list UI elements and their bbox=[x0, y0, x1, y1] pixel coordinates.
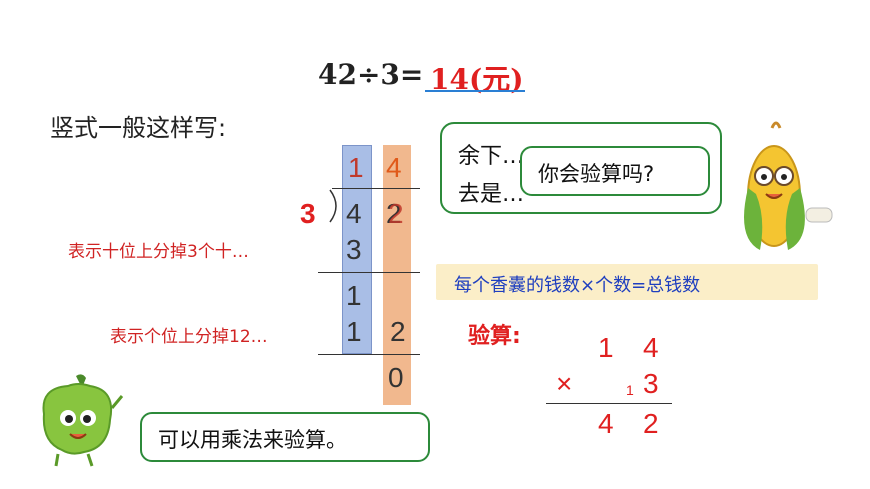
step1-digit: 3 bbox=[346, 234, 362, 265]
quotient-tens: 1 bbox=[348, 152, 364, 183]
check-result-ones: 2 bbox=[643, 408, 659, 439]
subtraction-line-1 bbox=[318, 272, 420, 273]
formula-box: 每个香囊的钱数×个数=总钱数 bbox=[436, 264, 818, 300]
remainder: 0 bbox=[388, 362, 404, 393]
subtraction-line-2 bbox=[318, 354, 420, 355]
pepper-character-icon bbox=[42, 374, 124, 467]
corn-bubble-line2: 去是… bbox=[458, 182, 525, 207]
check-title: 验算: bbox=[468, 324, 521, 349]
step3-tens: 1 bbox=[346, 316, 362, 347]
step3-ones: 2 bbox=[390, 316, 406, 347]
corn-character-icon bbox=[744, 121, 833, 250]
corn-bubble-line1: 余下… bbox=[458, 144, 525, 169]
check-top-ones: 4 bbox=[643, 332, 659, 363]
note-tens: 表示十位上分掉3个十… bbox=[68, 242, 249, 262]
division-bracket bbox=[329, 189, 337, 223]
check-multiplier: 3 bbox=[643, 368, 659, 399]
equation-answer: 14(元) bbox=[430, 63, 524, 96]
dividend-tens: 4 bbox=[346, 198, 362, 229]
step2-tens: 1 bbox=[346, 280, 362, 311]
dividend-ones-overlay: 2 bbox=[388, 198, 404, 229]
check-question-bubble: 你会验算吗? bbox=[520, 146, 710, 196]
pepper-bubble-text: 可以用乘法来验算。 bbox=[158, 428, 347, 452]
check-times-sign: × bbox=[556, 368, 573, 399]
division-bar bbox=[332, 188, 420, 189]
check-question: 你会验算吗? bbox=[538, 162, 655, 186]
formula-text: 每个香囊的钱数×个数=总钱数 bbox=[454, 275, 701, 296]
equation-expression: 42÷3= bbox=[318, 58, 424, 91]
check-line bbox=[546, 403, 672, 404]
check-result-tens: 4 bbox=[598, 408, 614, 439]
check-top-tens: 1 bbox=[598, 332, 614, 363]
answer-underline bbox=[425, 90, 525, 92]
pepper-speech-bubble: 可以用乘法来验算。 bbox=[140, 412, 430, 462]
divisor: 3 bbox=[300, 198, 316, 229]
tens-column-highlight bbox=[342, 145, 372, 354]
dividend-ones: 2 bbox=[386, 198, 402, 229]
quotient-ones: 4 bbox=[386, 152, 402, 183]
note-ones: 表示个位上分掉12… bbox=[110, 327, 268, 347]
intro-text: 竖式一般这样写: bbox=[50, 114, 227, 142]
check-carry: 1 bbox=[626, 382, 634, 398]
